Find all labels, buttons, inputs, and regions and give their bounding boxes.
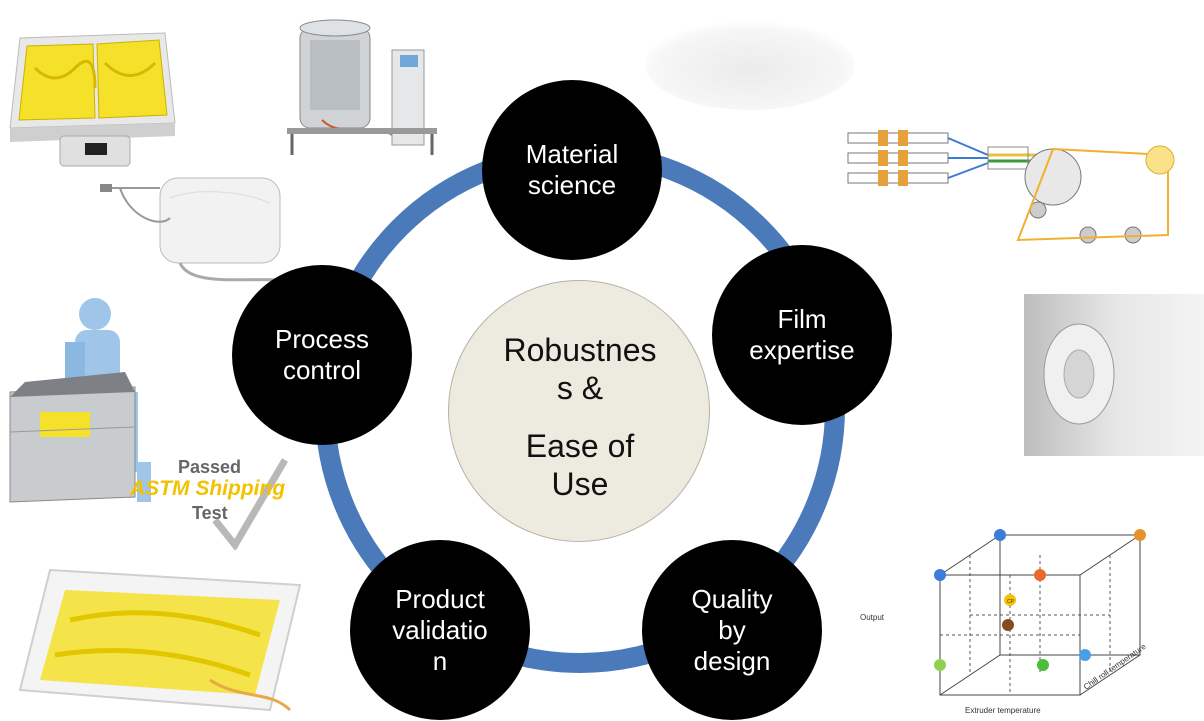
node-material-science: Material science xyxy=(482,80,662,260)
operator-container-image xyxy=(9,298,151,503)
node-label: Material science xyxy=(525,139,619,200)
cube-center-label: CP xyxy=(1007,599,1015,605)
logo-astm-text: ASTM Shipping xyxy=(130,477,286,500)
checkmark-icon xyxy=(212,458,289,550)
node-label: Product validatio n xyxy=(392,583,488,676)
node-label: Process control xyxy=(275,324,369,385)
node-product-validation: Product validatio n xyxy=(350,540,530,720)
bioreactor-image xyxy=(287,19,437,155)
design-of-experiments-cube: Output Extruder temperature Chill roll t… xyxy=(860,529,1148,715)
node-quality-by-design: Quality by design xyxy=(642,540,822,720)
cube-x-label: Extruder temperature xyxy=(965,706,1041,715)
center-hub: Robustnes s & Ease of Use xyxy=(448,280,710,542)
node-label: Film expertise xyxy=(749,304,855,365)
logo-passed-text: Passed xyxy=(178,457,242,477)
cube-y-label: Output xyxy=(860,613,885,622)
astm-shipping-logo: Passed ASTM Shipping Test xyxy=(130,455,290,555)
film-roll-image xyxy=(1024,294,1204,456)
node-process-control: Process control xyxy=(232,265,412,445)
node-label: Quality by design xyxy=(691,583,773,676)
shipping-tray-image xyxy=(18,568,302,712)
single-use-bag-image xyxy=(100,177,281,282)
logo-test-text: Test xyxy=(192,503,228,523)
film-extrusion-schematic xyxy=(847,130,1175,244)
resin-granules-image xyxy=(645,20,855,110)
rocker-platform-image xyxy=(9,32,176,167)
hub-title-line2: Ease of Use xyxy=(525,428,635,502)
hub-title-line1: Robustnes s & xyxy=(503,332,657,406)
node-film-expertise: Film expertise xyxy=(712,245,892,425)
